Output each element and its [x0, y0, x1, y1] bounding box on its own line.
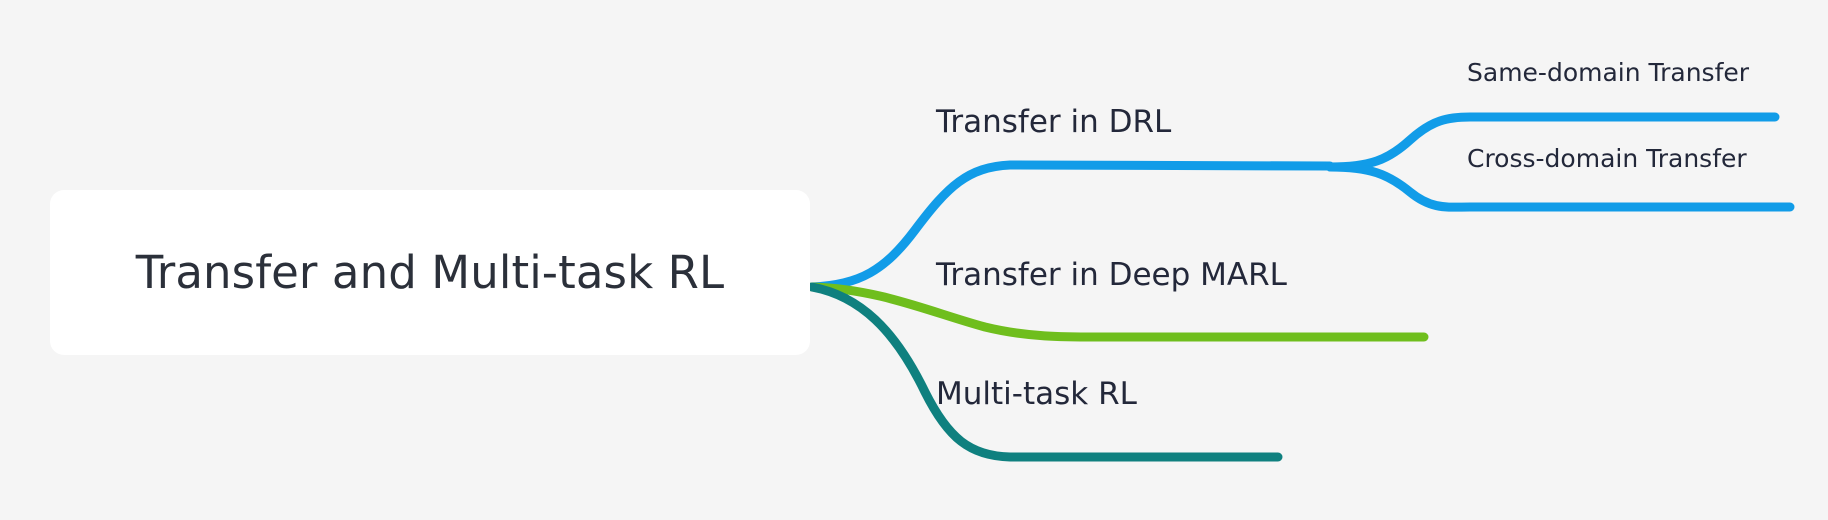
node-label-multi-task-rl[interactable]: Multi-task RL: [936, 376, 1137, 412]
root-node[interactable]: Transfer and Multi-task RL: [50, 190, 810, 355]
branch-line-transfer-in-deep-marl: [807, 282, 1429, 342]
branch-line-cross-domain-transfer: [1325, 162, 1795, 212]
node-label-transfer-in-drl[interactable]: Transfer in DRL: [936, 104, 1172, 140]
branch-line-multi-task-rl: [807, 282, 1283, 462]
node-label-same-domain-transfer[interactable]: Same-domain Transfer: [1467, 58, 1750, 87]
node-label-cross-domain-transfer[interactable]: Cross-domain Transfer: [1467, 144, 1747, 173]
root-node-label: Transfer and Multi-task RL: [135, 246, 725, 299]
node-label-transfer-in-deep-marl[interactable]: Transfer in Deep MARL: [936, 257, 1287, 293]
